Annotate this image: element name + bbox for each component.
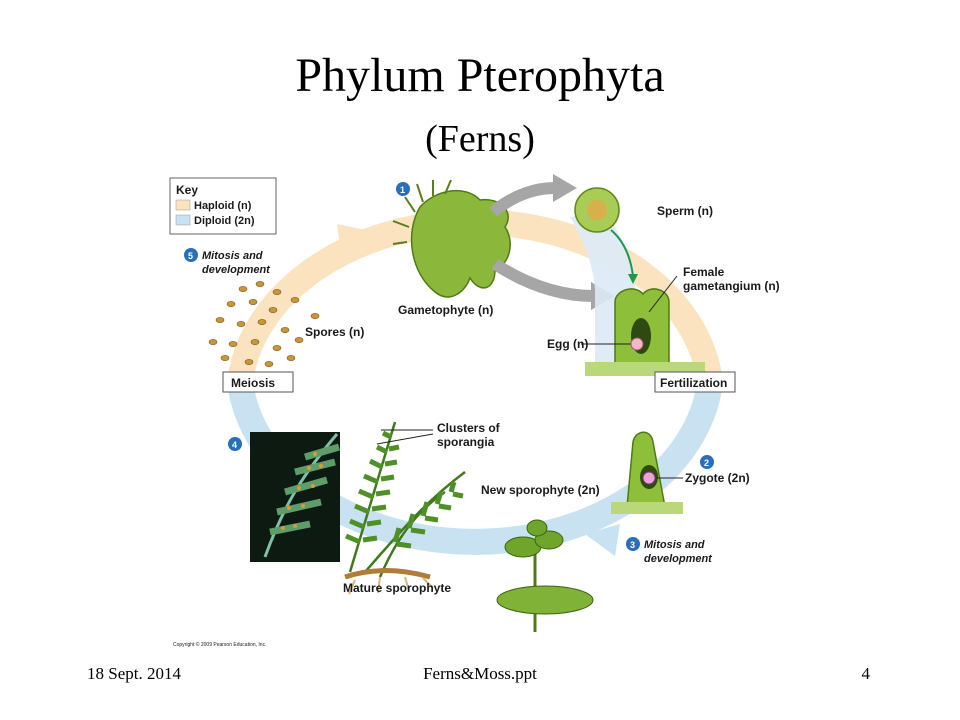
svg-text:Key: Key — [176, 183, 198, 197]
fertilization-label: Fertilization — [660, 376, 727, 390]
sperm-label: Sperm (n) — [657, 204, 713, 218]
slide-subtitle: (Ferns) — [0, 120, 960, 158]
arrow-to-archegonium — [495, 264, 593, 296]
mature-sporophyte-label: Mature sporophyte — [343, 581, 451, 595]
mitosis-left-label: Mitosis and — [202, 250, 263, 262]
svg-text:4: 4 — [232, 440, 237, 450]
clusters-label: Clusters of — [437, 421, 501, 435]
female-gametangium-label-2: gametangium (n) — [683, 279, 780, 293]
zygote-label: Zygote (2n) — [685, 471, 750, 485]
key-legend: Key Haploid (n) Diploid (2n) — [170, 178, 276, 234]
svg-text:Haploid (n): Haploid (n) — [194, 200, 252, 212]
mitosis-left-label-2: development — [202, 264, 271, 276]
footer-filename: Ferns&Moss.ppt — [0, 664, 960, 684]
clusters-label-2: sporangia — [437, 435, 495, 449]
female-gametangium-label: Female — [683, 265, 725, 279]
fern-life-cycle-diagram: Key Haploid (n) Diploid (2n) 5 Mitosis a… — [165, 172, 805, 662]
svg-text:2: 2 — [704, 458, 709, 468]
new-sporophyte-label: New sporophyte (2n) — [481, 483, 600, 497]
spores-label: Spores (n) — [305, 325, 364, 339]
gametophyte-label: Gametophyte (n) — [398, 303, 493, 317]
svg-text:1: 1 — [400, 185, 405, 195]
slide-title: Phylum Pterophyta — [0, 52, 960, 100]
svg-text:Diploid (2n): Diploid (2n) — [194, 215, 255, 227]
copyright-notice: Copyright © 2009 Pearson Education, Inc. — [173, 641, 266, 648]
mitosis-right-label-2: development — [644, 553, 713, 565]
mitosis-right-label: Mitosis and — [644, 539, 705, 551]
egg-label: Egg (n) — [547, 337, 588, 351]
meiosis-label: Meiosis — [231, 376, 275, 390]
svg-text:3: 3 — [630, 540, 635, 550]
arrow-to-antheridium — [493, 188, 555, 212]
footer-page-number: 4 — [862, 664, 871, 684]
svg-text:5: 5 — [188, 251, 193, 261]
sporangia-photo — [250, 432, 340, 562]
